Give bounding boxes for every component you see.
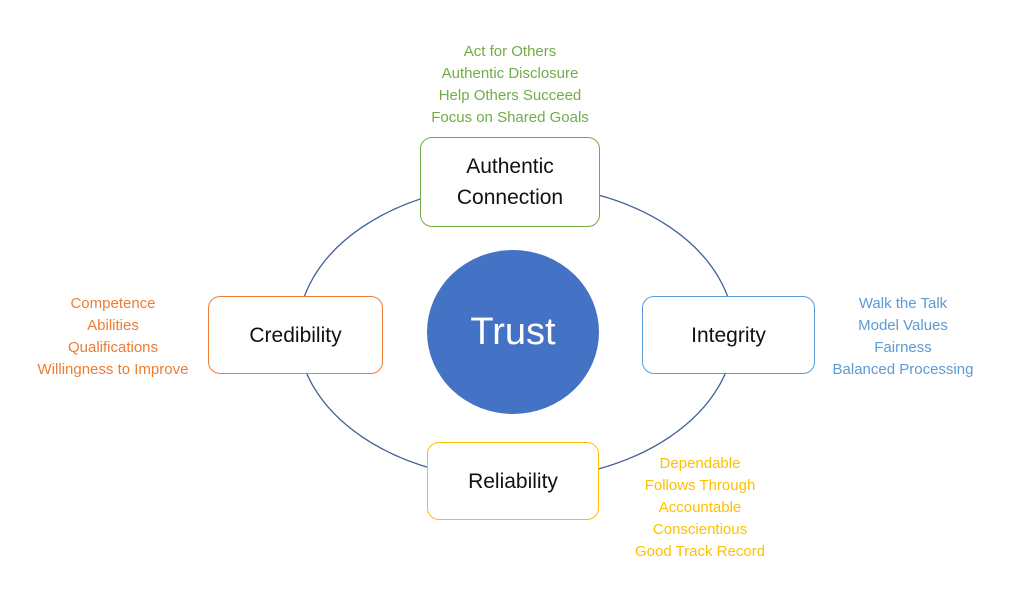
reliability-label: Reliability [468,469,558,493]
trait-item: Model Values [858,317,948,334]
trait-item: Conscientious [652,521,748,538]
trait-item: Good Track Record [634,543,766,560]
authentic-connection-node: Authentic Connection [420,137,600,227]
credibility-node: Credibility [208,296,383,374]
trust-center-circle: Trust [427,250,599,414]
trust-label: Trust [470,310,556,353]
reliability-node: Reliability [427,442,599,520]
authentic-connection-traits: Act for Others Authentic Disclosure Help… [390,41,630,129]
trait-item: Focus on Shared Goals [431,109,589,126]
trait-item: Follows Through [644,477,756,494]
trait-item: Help Others Succeed [438,87,582,104]
credibility-label: Credibility [249,323,342,347]
reliability-traits: Dependable Follows Through Accountable C… [600,453,800,563]
trait-item: Accountable [658,499,742,516]
trait-item: Dependable [659,455,741,472]
integrity-label: Integrity [691,323,766,347]
trait-item: Qualifications [67,339,159,356]
trait-item: Act for Others [463,43,557,60]
integrity-traits: Walk the Talk Model Values Fairness Bala… [818,293,988,381]
trait-item: Fairness [874,339,932,356]
trait-item: Willingness to Improve [37,361,189,378]
authentic-connection-label: Authentic Connection [456,155,564,209]
trait-item: Balanced Processing [832,361,974,378]
trait-item: Competence [70,295,156,312]
integrity-node: Integrity [642,296,815,374]
trait-item: Authentic Disclosure [441,65,579,82]
trait-item: Abilities [87,317,139,334]
credibility-traits: Competence Abilities Qualifications Will… [20,293,206,381]
trait-item: Walk the Talk [858,295,948,312]
